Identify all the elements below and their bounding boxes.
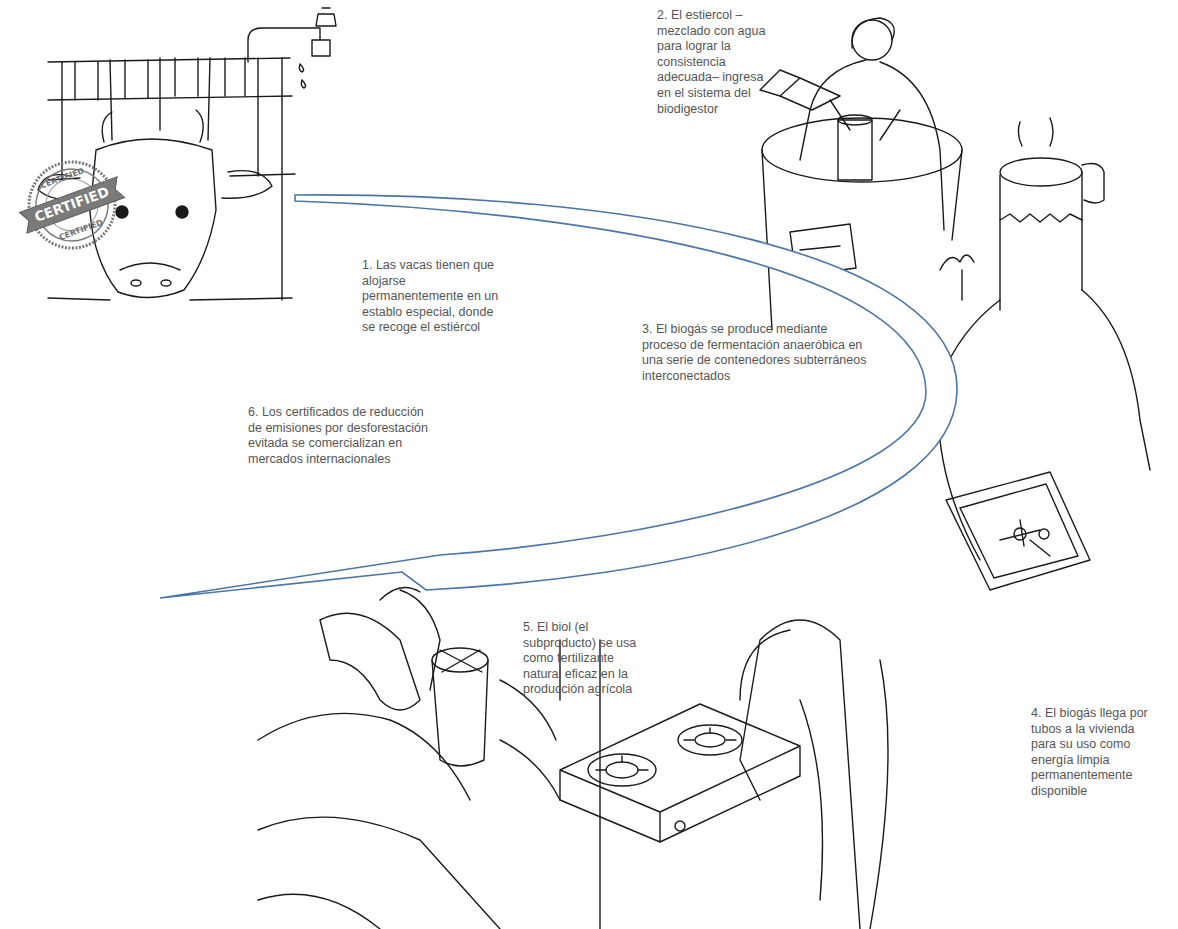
cycle-arrow xyxy=(160,195,957,598)
stove-sketch-stroke xyxy=(740,620,888,929)
cow-sketch-stroke xyxy=(248,28,330,62)
tank-sketch-stroke xyxy=(1000,214,1082,222)
stove-sketch-stroke xyxy=(596,728,736,770)
fertilizer-sketch xyxy=(258,588,560,929)
tank-sketch-stroke xyxy=(1000,158,1082,186)
tank-sketch-stroke xyxy=(938,290,1150,560)
cow-sketch-stroke xyxy=(120,263,180,270)
fertilizer-sketch-stroke xyxy=(320,613,420,710)
stove-sketch-stroke xyxy=(560,704,800,842)
step-caption: 2. El estiercol –mezclado con agua para … xyxy=(657,8,779,117)
cow-sketch-stroke xyxy=(62,58,282,300)
inlet-sketch-stroke xyxy=(762,118,962,182)
cow-sketch-stroke xyxy=(75,58,245,100)
stove-sketch-stroke xyxy=(606,762,638,778)
fertilizer-sketch-stroke xyxy=(380,588,440,691)
inlet-sketch-stroke xyxy=(838,120,872,180)
fertilizer-sketch-stroke xyxy=(432,660,488,766)
step-caption: 1. Las vacas tienen que alojarse permane… xyxy=(362,258,502,336)
cow-sketch-stroke xyxy=(299,64,305,88)
stove-sketch xyxy=(560,620,888,929)
stove-sketch-stroke xyxy=(675,821,685,831)
certified-stamp xyxy=(8,147,135,263)
tank-sketch-stroke xyxy=(946,472,1090,590)
cow-sketch-stroke xyxy=(102,110,203,142)
tank-sketch-stroke xyxy=(1000,520,1050,556)
cow-sketch-stroke xyxy=(176,206,188,218)
cow-sketch-stroke xyxy=(90,139,216,298)
step-caption: 5. El biol (el subproducto) se usa como … xyxy=(523,620,655,698)
stove-sketch-stroke xyxy=(695,733,725,747)
cow-sketch-stroke xyxy=(222,171,272,199)
fertilizer-sketch-stroke xyxy=(440,650,482,672)
step-caption: 6. Los certificados de reducción de emis… xyxy=(248,405,440,467)
cow-sketch xyxy=(38,8,336,300)
fertilizer-sketch-stroke xyxy=(432,648,488,672)
tank-sketch-stroke xyxy=(1082,164,1104,203)
cow-sketch-stroke xyxy=(161,280,171,286)
step-caption: 4. El biogás llega por tubos a la vivien… xyxy=(1031,706,1163,800)
cow-sketch-stroke xyxy=(48,58,295,300)
certified-stamp-stroke xyxy=(17,150,127,260)
fertilizer-sketch-stroke xyxy=(500,680,560,800)
tank-sketch-stroke xyxy=(960,484,1078,578)
tank-sketch-stroke xyxy=(1014,528,1026,540)
cow-sketch-stroke xyxy=(116,206,128,218)
tank-sketch-stroke xyxy=(1039,529,1049,539)
inlet-sketch-stroke xyxy=(760,70,840,110)
inlet-sketch-stroke xyxy=(838,115,872,125)
certified-stamp-stroke xyxy=(19,177,124,233)
cow-sketch-stroke xyxy=(316,8,336,26)
tank-sketch-stroke xyxy=(940,255,974,300)
inlet-sketch-stroke xyxy=(852,18,894,48)
tank-sketch xyxy=(938,118,1150,590)
tank-sketch-stroke xyxy=(1000,172,1082,310)
inlet-sketch-stroke xyxy=(800,60,944,230)
tank-sketch-stroke xyxy=(1018,118,1053,146)
fertilizer-sketch-stroke xyxy=(258,713,500,929)
step-caption: 3. El biogás se produce mediante proceso… xyxy=(642,322,870,384)
cow-sketch-stroke xyxy=(131,280,141,286)
